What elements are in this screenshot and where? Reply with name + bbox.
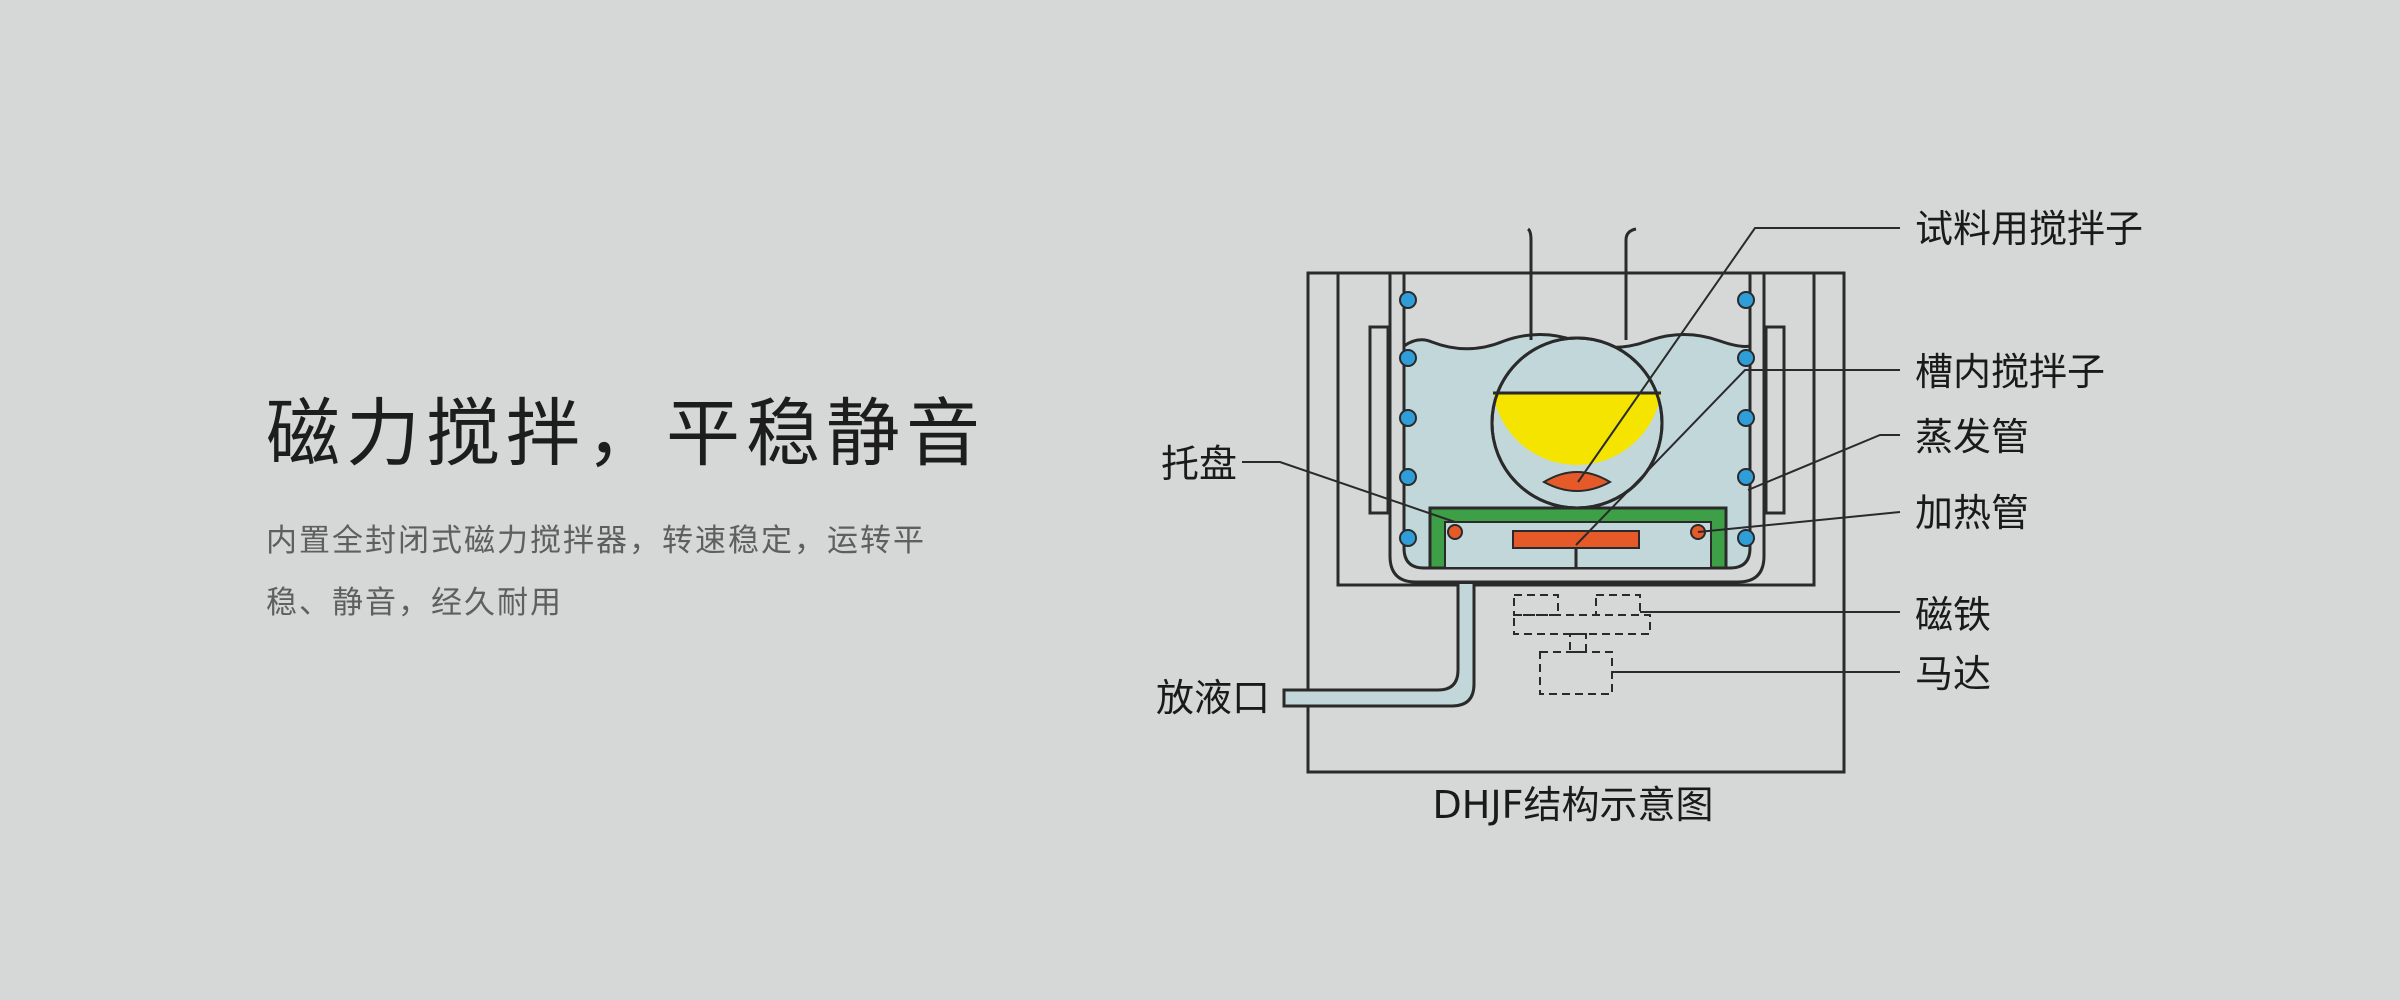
drain-pipe [1282, 584, 1476, 708]
evaporator-coil-left [1399, 291, 1417, 547]
evaporator-coil-right [1737, 291, 1755, 547]
label-evaporator: 蒸发管 [1915, 415, 2029, 459]
bath-vessel-outer-wall [1388, 273, 1766, 584]
label-drain: 放液口 [1156, 676, 1270, 720]
flask-neck [1527, 227, 1533, 340]
flask-neck-right [1624, 227, 1637, 340]
motor-body [1539, 651, 1613, 695]
magnet-assembly [1513, 594, 1651, 653]
label-bath-stirrer: 槽内搅拌子 [1915, 350, 2105, 394]
headline: 磁力搅拌，平稳静音 [266, 391, 986, 477]
label-magnet: 磁铁 [1915, 593, 1991, 637]
description: 内置全封闭式磁力搅拌器，转速稳定，运转平稳、静音，经久耐用 [266, 523, 926, 621]
sample-stirrer-bar [1541, 471, 1613, 492]
label-sample-stirrer: 试料用搅拌子 [1915, 207, 2143, 251]
heater-dot-left [1447, 524, 1463, 540]
leader-heater [1697, 511, 1901, 533]
left-slot [1368, 325, 1390, 515]
leader-sample-stirrer [1577, 227, 1900, 483]
flask-liquid [1493, 393, 1661, 466]
label-tray: 托盘 [1161, 442, 1237, 486]
bath-stirrer-bar [1512, 530, 1640, 549]
right-slot [1764, 325, 1786, 515]
leader-bath-stirrer [1575, 369, 1900, 546]
diagram-caption: DHJF结构示意图 [1433, 783, 1714, 827]
label-heater: 加热管 [1915, 491, 2029, 535]
label-motor: 马达 [1915, 652, 1991, 696]
leader-tray [1242, 461, 1456, 523]
leader-evaporator [1747, 434, 1900, 491]
